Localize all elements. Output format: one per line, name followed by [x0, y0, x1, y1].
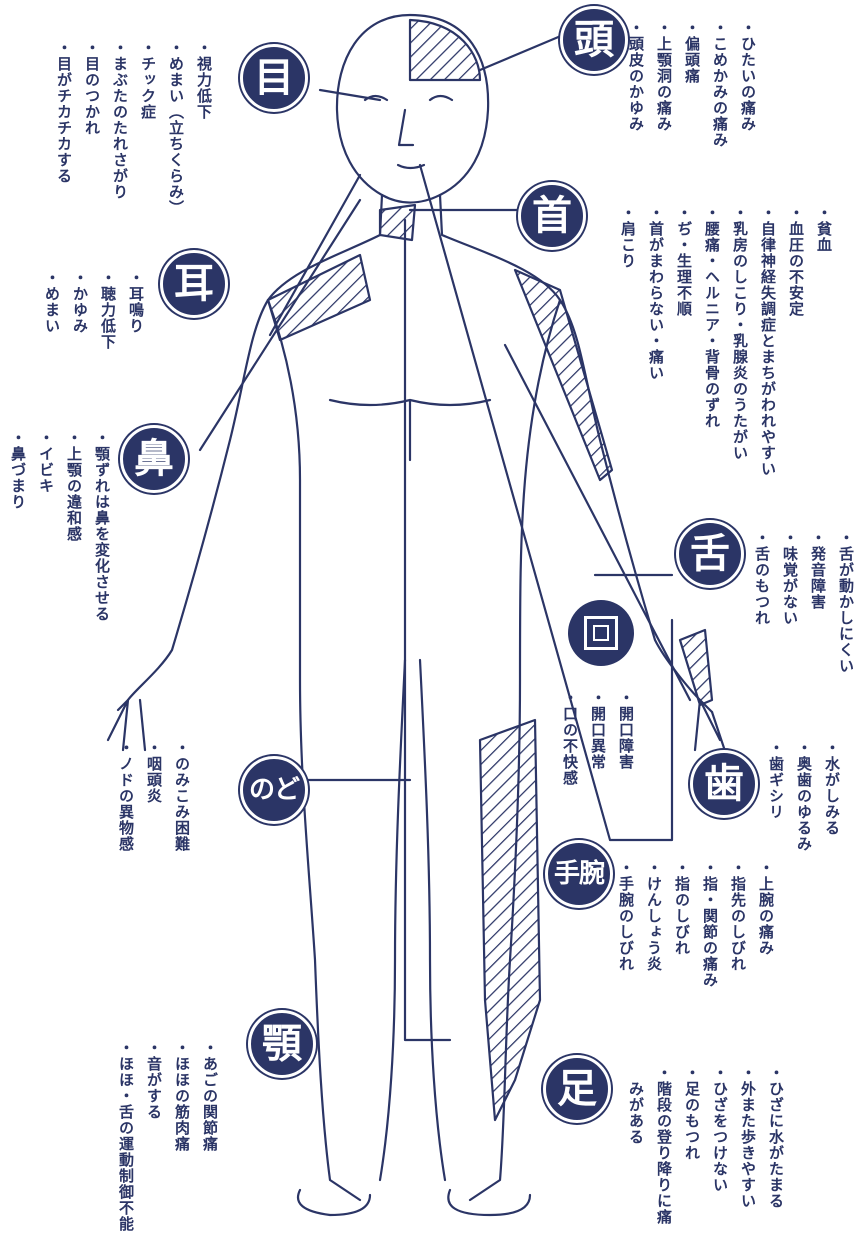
- list-item: ・目のつかれ: [78, 40, 106, 260]
- inner-legs: [380, 660, 445, 1180]
- list-item: ・奥歯のゆるみ: [790, 740, 818, 850]
- list-item: ・目がチカチカする: [50, 40, 78, 260]
- list-item: ・ほほの筋肉痛: [168, 1040, 196, 1240]
- list-item: ・足のもつれ: [678, 1065, 706, 1240]
- list-item: ・視力低下: [190, 40, 218, 260]
- list-item: ・ひざをつけない: [706, 1065, 734, 1240]
- list-item: ・舌が動かしにくい: [832, 530, 860, 720]
- face-nose: [399, 110, 413, 145]
- mouth-icon: [568, 600, 634, 666]
- list-item: ・聴力低下: [94, 270, 122, 370]
- leg-badge: 足: [543, 1055, 611, 1123]
- list-item: ・こめかみの痛み: [706, 20, 734, 180]
- list-item: ・ぢ・生理不順: [670, 205, 698, 445]
- head-symptom-list: ・ひたいの痛み ・こめかみの痛み ・偏頭痛 ・上顎洞の痛み ・頭皮のかゆみ: [622, 20, 762, 180]
- list-item: ・指のしびれ: [668, 860, 696, 1030]
- list-item: ・首がまわらない・痛い: [642, 205, 670, 445]
- list-item: ・上腕の痛み: [752, 860, 780, 1030]
- list-item: ・ほほ・舌の運動制御不能: [112, 1040, 140, 1240]
- list-item: ・頭皮のかゆみ: [622, 20, 650, 180]
- list-item: ・口の不快感: [556, 690, 584, 800]
- eye-badge: 目: [240, 44, 308, 112]
- list-item: ・かゆみ: [66, 270, 94, 370]
- list-item: ・まぶたのたれさがり: [106, 40, 134, 260]
- list-item: ・腰痛・ヘルニア・背骨のずれ: [698, 205, 726, 445]
- arm-hatch: [515, 270, 612, 480]
- tongue-symptom-list: ・舌が動かしにくい ・発音障害 ・味覚がない ・舌のもつれ: [748, 530, 860, 720]
- list-item: ・自律神経失調症とまちがわれやすい: [754, 205, 782, 445]
- list-item: ・ひたいの痛み: [734, 20, 762, 180]
- jaw-symptom-list: ・あごの関節痛 ・ほほの筋肉痛 ・音がする ・ほほ・舌の運動制御不能: [112, 1040, 224, 1240]
- list-item: ・めまい: [38, 270, 66, 370]
- list-item: ・水がしみる: [818, 740, 846, 850]
- tongue-badge: 舌: [676, 520, 744, 588]
- list-item: ・ノドの異物感: [112, 740, 140, 890]
- list-item: ・音がする: [140, 1040, 168, 1240]
- shoulder-hatch: [268, 255, 370, 340]
- nose-badge: 鼻: [120, 425, 188, 493]
- list-item: ・上顎の違和感: [60, 430, 88, 730]
- chest: [330, 400, 490, 460]
- list-item: ・歯ギシリ: [762, 740, 790, 850]
- throat-symptom-list: ・のみこみ困難 ・咽頭炎 ・ノドの異物感: [112, 740, 196, 890]
- list-item: ・肩こり: [614, 205, 642, 445]
- teeth-symptom-list: ・水がしみる ・奥歯のゆるみ ・歯ギシリ: [762, 740, 846, 850]
- head-badge: 頭: [560, 6, 628, 74]
- throat-badge: のど: [240, 756, 308, 824]
- ear-badge: 耳: [160, 250, 228, 318]
- leg-symptom-list: ・ひざに水がたまる ・外また歩きやすい ・ひざをつけない ・足のもつれ ・階段の…: [622, 1065, 790, 1240]
- list-item: ・血圧の不安定: [782, 205, 810, 445]
- list-item: ・開口障害: [612, 690, 640, 800]
- list-item: ・けんしょう炎: [640, 860, 668, 1030]
- jaw-badge: 顎: [248, 1010, 316, 1078]
- list-item: ・めまい（立ちくらみ）: [162, 40, 190, 260]
- list-item: ・貧血: [810, 205, 838, 445]
- mouth-symptom-list: ・開口障害 ・開口異常 ・口の不快感: [556, 690, 640, 800]
- list-item: ・乳房のしこり・乳腺炎のうたがい: [726, 205, 754, 445]
- wrist-badge: 手腕: [545, 840, 613, 908]
- list-item: ・上顎洞の痛み: [650, 20, 678, 180]
- list-item: ・鼻づまり: [4, 430, 32, 730]
- neck-badge: 首: [518, 182, 586, 250]
- list-item: ・指先のしびれ: [724, 860, 752, 1030]
- ear-symptom-list: ・耳鳴り ・聴力低下 ・かゆみ ・めまい: [38, 270, 150, 370]
- list-item: ・偏頭痛: [678, 20, 706, 180]
- list-item: ・舌のもつれ: [748, 530, 776, 720]
- list-item: ・あごの関節痛: [196, 1040, 224, 1240]
- list-item: ・耳鳴り: [122, 270, 150, 370]
- neck-symptom-list: ・貧血 ・血圧の不安定 ・自律神経失調症とまちがわれやすい ・乳房のしこり・乳腺…: [614, 205, 838, 445]
- list-item: ・階段の登り降りに痛: [650, 1065, 678, 1240]
- nose-symptom-list: ・顎ずれは鼻を変化させる ・上顎の違和感 ・イビキ ・鼻づまり: [4, 430, 116, 730]
- eye-symptom-list: ・視力低下 ・めまい（立ちくらみ） ・チック症 ・まぶたのたれさがり ・目のつか…: [50, 40, 218, 260]
- list-item: ・のみこみ困難: [168, 740, 196, 890]
- list-item: ・イビキ: [32, 430, 60, 730]
- leg-hatch: [480, 720, 540, 1120]
- list-item: ・味覚がない: [776, 530, 804, 720]
- head-hatch: [410, 20, 480, 80]
- list-item: ・指・関節の痛み: [696, 860, 724, 1030]
- forearm-hatch: [680, 630, 712, 705]
- feet: [298, 1190, 530, 1215]
- list-item: ・開口異常: [584, 690, 612, 800]
- teeth-badge: 歯: [690, 750, 758, 818]
- list-item: ・ひざに水がたまる: [762, 1065, 790, 1240]
- wrist-symptom-list: ・上腕の痛み ・指先のしびれ ・指・関節の痛み ・指のしびれ ・けんしょう炎 ・…: [612, 860, 780, 1030]
- list-item: ・チック症: [134, 40, 162, 260]
- list-item: ・外また歩きやすい: [734, 1065, 762, 1240]
- list-item: ・発音障害: [804, 530, 832, 720]
- list-item: ・顎ずれは鼻を変化させる: [88, 430, 116, 730]
- list-item: ・手腕のしびれ: [612, 860, 640, 1030]
- list-item: ・咽頭炎: [140, 740, 168, 890]
- list-item: みがある: [622, 1065, 650, 1240]
